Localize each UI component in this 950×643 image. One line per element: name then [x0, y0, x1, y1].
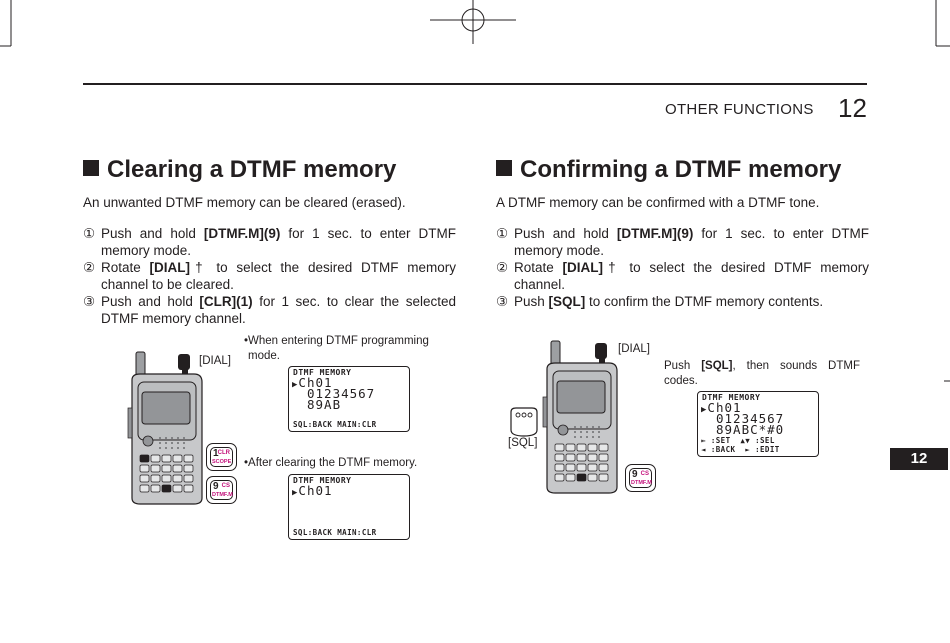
note-text: After clearing the DTMF memory.: [248, 457, 418, 469]
note-after-clearing: •After clearing the DTMF memory.: [244, 456, 454, 471]
pointer-icon: ▶: [292, 488, 299, 498]
sql-label: [SQL]: [508, 437, 538, 449]
lcd-channel: ▶Ch01: [701, 400, 742, 415]
pointer-icon: ▶: [701, 405, 708, 415]
radio-illustration: [542, 340, 618, 494]
note-text: When entering DTMF programming mode.: [248, 335, 429, 362]
step-text: Push [SQL] to confirm the DTMF memory co…: [514, 294, 824, 309]
lcd-softkeys: ◄ :BACK ► :EDIT: [701, 445, 780, 454]
key-function: CS: [640, 471, 649, 477]
section-number: 12: [838, 93, 867, 123]
lcd-channel: ▶Ch01: [292, 375, 333, 390]
confirm-note: Push [SQL], then sounds DTMF codes.: [664, 360, 860, 387]
step-marker: ②: [83, 260, 96, 275]
lcd-softkeys: SQL:BACK MAIN:CLR: [293, 528, 377, 537]
step-marker: ②: [496, 260, 509, 275]
lcd-line: 01234567: [716, 411, 785, 426]
right-step-1: ① Push and hold [DTMF.M](9) for 1 sec. t…: [496, 225, 869, 259]
key-number: 1: [213, 448, 219, 459]
dtmf-m-key[interactable]: 9 CS DTMF.M: [206, 476, 237, 504]
right-heading: Confirming a DTMF memory: [496, 156, 841, 184]
step-text: Push and hold [DTMF.M](9) for 1 sec. to …: [101, 226, 456, 258]
key-function: CS: [221, 483, 230, 489]
left-heading: Clearing a DTMF memory: [83, 156, 396, 184]
right-step-2: ② Rotate [DIAL]† to select the desired D…: [496, 259, 869, 293]
key-face: [210, 447, 233, 467]
step-marker: ③: [83, 294, 96, 309]
step-marker: ③: [496, 294, 509, 309]
dial-label: [DIAL]: [618, 343, 650, 355]
lcd-display-cleared: DTMF MEMORY ▶Ch01 SQL:BACK MAIN:CLR: [288, 474, 410, 540]
pointer-icon: ▶: [292, 380, 299, 390]
sql-button-icon[interactable]: [508, 406, 540, 438]
key-subfunction: SCOPE: [212, 459, 232, 465]
step-text: Push and hold [CLR](1) for 1 sec. to cle…: [101, 294, 456, 326]
key-subfunction: DTMF.M: [631, 480, 652, 486]
left-heading-text: Clearing a DTMF memory: [107, 156, 397, 183]
key-subfunction: DTMF.M: [212, 492, 233, 498]
lcd-line: 89ABC*#0: [716, 422, 785, 437]
dtmf-m-key[interactable]: 9 CS DTMF.M: [625, 464, 656, 492]
note-programming-mode: •When entering DTMF programming mode.: [244, 334, 454, 364]
chapter-tab[interactable]: 12: [890, 448, 948, 470]
lcd-title: DTMF MEMORY: [293, 476, 352, 485]
right-steps: ① Push and hold [DTMF.M](9) for 1 sec. t…: [496, 225, 869, 310]
lcd-line: 01234567: [307, 386, 376, 401]
key-number: 9: [632, 469, 638, 480]
step-text: Push and hold [DTMF.M](9) for 1 sec. to …: [514, 226, 869, 258]
bullet: •: [244, 457, 249, 469]
left-intro: An unwanted DTMF memory can be cleared (…: [83, 195, 406, 210]
step-marker: ①: [83, 226, 96, 241]
key-face: [629, 468, 652, 488]
heading-square-icon: [496, 160, 512, 176]
left-step-1: ① Push and hold [DTMF.M](9) for 1 sec. t…: [83, 225, 456, 259]
lcd-softkeys: ⇤ :SET ▲▼ :SEL: [701, 436, 775, 445]
lcd-title: DTMF MEMORY: [293, 368, 352, 377]
key-number: 9: [213, 481, 219, 492]
right-step-3: ③ Push [SQL] to confirm the DTMF memory …: [496, 293, 869, 310]
section-title: OTHER FUNCTIONS: [665, 101, 814, 118]
lcd-display-programming: DTMF MEMORY ▶Ch01 01234567 89AB SQL:BACK…: [288, 366, 410, 432]
step-text: Rotate [DIAL]† to select the desired DTM…: [101, 260, 456, 292]
header-rule: [83, 83, 867, 85]
left-step-2: ② Rotate [DIAL]† to select the desired D…: [83, 259, 456, 293]
step-marker: ①: [496, 226, 509, 241]
left-steps: ① Push and hold [DTMF.M](9) for 1 sec. t…: [83, 225, 456, 327]
left-step-3: ③ Push and hold [CLR](1) for 1 sec. to c…: [83, 293, 456, 327]
dial-label: [DIAL]: [199, 355, 231, 367]
lcd-line: 89AB: [307, 397, 342, 412]
lcd-title: DTMF MEMORY: [702, 393, 761, 402]
clr-key[interactable]: 1 CLR SCOPE: [206, 443, 237, 471]
right-intro: A DTMF memory can be confirmed with a DT…: [496, 195, 820, 210]
radio-illustration: [127, 351, 203, 505]
lcd-display-confirm: DTMF MEMORY ▶Ch01 01234567 89ABC*#0 ⇤ :S…: [697, 391, 819, 457]
lcd-softkeys: SQL:BACK MAIN:CLR: [293, 420, 377, 429]
key-face: [210, 480, 233, 500]
step-text: Rotate [DIAL]† to select the desired DTM…: [514, 260, 869, 292]
right-heading-text: Confirming a DTMF memory: [520, 156, 842, 183]
heading-square-icon: [83, 160, 99, 176]
lcd-channel: ▶Ch01: [292, 483, 333, 498]
bullet: •: [244, 335, 249, 347]
key-function: CLR: [217, 450, 230, 456]
